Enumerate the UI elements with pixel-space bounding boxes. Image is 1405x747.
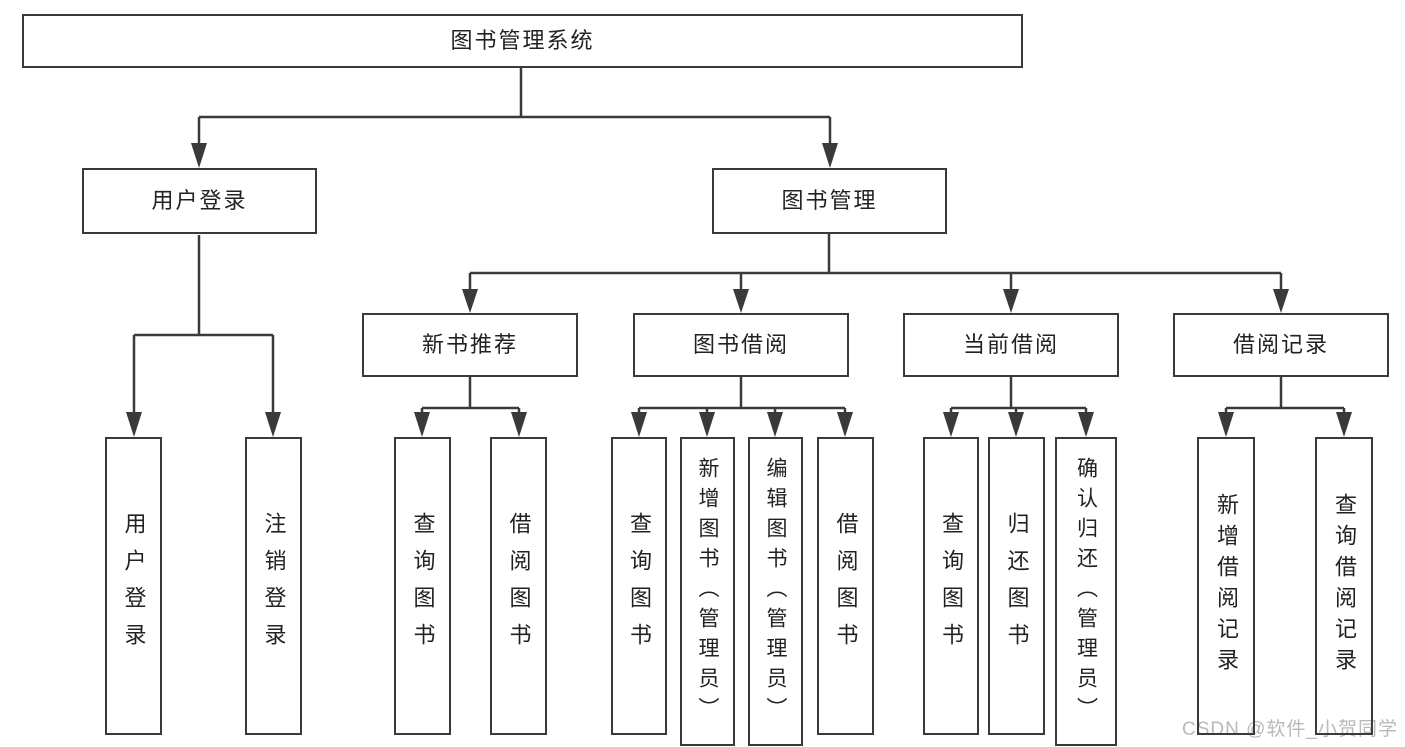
node-label: 图书借阅 [692,332,789,358]
leaf-label: 新增借阅记录 [1214,493,1239,679]
leaf-label: 用户登录 [121,512,147,660]
leaf-query-books-current: 查询图书 [923,437,979,735]
node-label: 新书推荐 [421,332,518,358]
node-current-borrowing: 当前借阅 [903,313,1119,377]
leaf-borrow-books-recommend: 借阅图书 [490,437,547,735]
leaf-return-books: 归还图书 [988,437,1045,735]
leaf-label: 查询借阅记录 [1332,493,1357,679]
node-label: 图书管理系统 [450,28,595,54]
leaf-logout: 注销登录 [245,437,302,735]
node-label: 用户登录 [151,188,248,214]
leaf-confirm-return-admin: 确认归还（管理员） [1055,437,1117,746]
leaf-label: 查询图书 [939,512,964,660]
leaf-borrow-books-borrowing: 借阅图书 [817,437,874,735]
leaf-label: 借阅图书 [506,512,532,660]
leaf-label: 归还图书 [1004,512,1030,660]
arrowheads [126,143,1352,437]
node-library-management-system: 图书管理系统 [22,14,1023,68]
leaf-label: 查询图书 [410,512,436,660]
connector-strokes [132,68,1346,416]
leaf-query-borrow-record: 查询借阅记录 [1315,437,1373,735]
node-book-management: 图书管理 [712,168,947,234]
leaf-label: 确认归还（管理员） [1074,456,1098,727]
leaf-query-books-borrowing: 查询图书 [611,437,667,735]
node-borrowing-records: 借阅记录 [1173,313,1389,377]
leaf-edit-books-admin: 编辑图书（管理员） [748,437,803,746]
leaf-label: 注销登录 [261,512,287,660]
leaf-query-books-recommend: 查询图书 [394,437,451,735]
leaf-label: 编辑图书（管理员） [764,456,787,727]
node-label: 借阅记录 [1232,332,1329,358]
leaf-label: 新增图书（管理员） [696,456,719,727]
node-new-book-recommend: 新书推荐 [362,313,578,377]
node-label: 图书管理 [781,188,878,214]
node-book-borrowing: 图书借阅 [633,313,849,377]
leaf-add-books-admin: 新增图书（管理员） [680,437,735,746]
leaf-label: 查询图书 [627,512,652,660]
leaf-add-borrow-record: 新增借阅记录 [1197,437,1255,735]
leaf-user-login: 用户登录 [105,437,162,735]
node-user-login: 用户登录 [82,168,317,234]
node-label: 当前借阅 [962,332,1059,358]
leaf-label: 借阅图书 [833,512,859,660]
